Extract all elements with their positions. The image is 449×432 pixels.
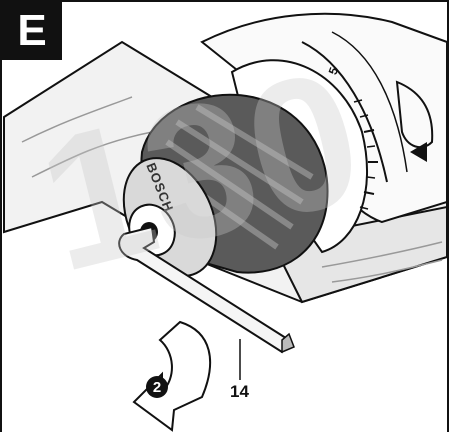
- part-callout-label: 14: [230, 382, 249, 401]
- section-badge: E: [2, 2, 62, 60]
- hex-key: [118, 225, 295, 380]
- rotation-arrow: [132, 320, 212, 432]
- step-number-badge: 2: [146, 376, 168, 398]
